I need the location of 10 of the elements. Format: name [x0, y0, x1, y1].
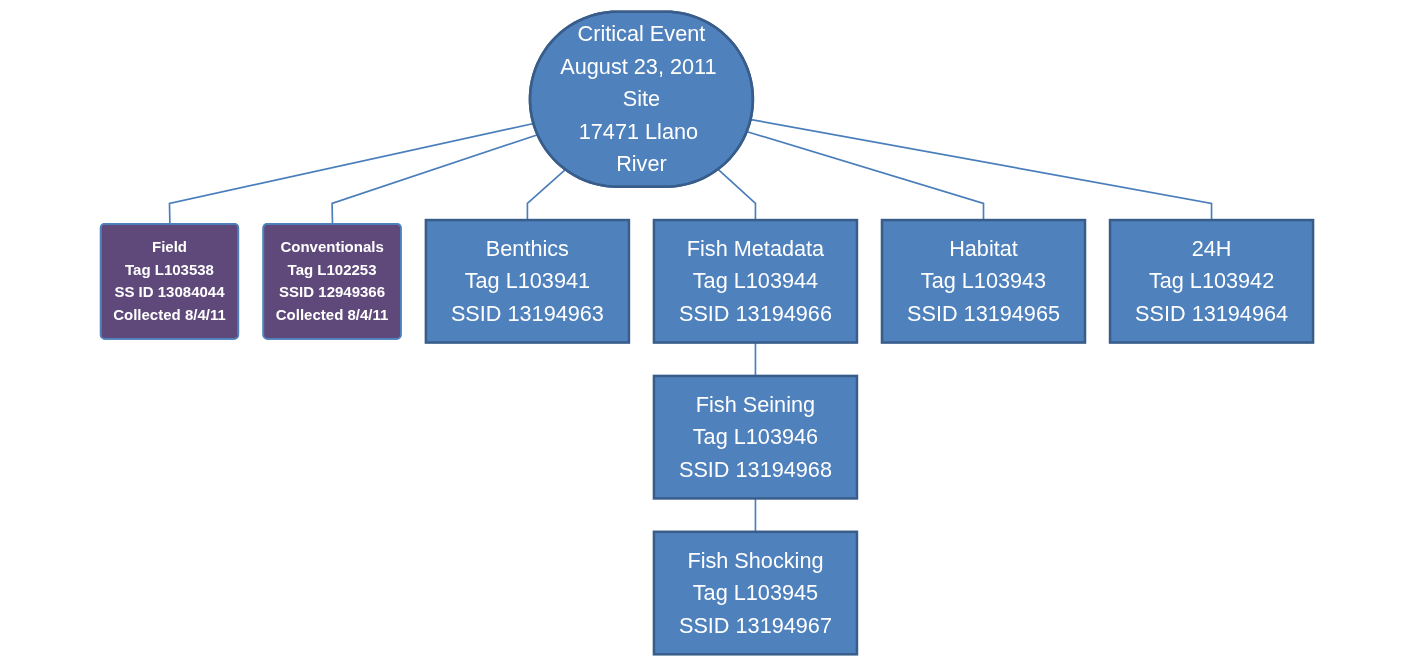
connector [746, 130, 984, 221]
node-box: Fish Seining Tag L103946 SSID 13194968 [652, 374, 858, 500]
node-box: 24H Tag L103942 SSID 13194964 [1108, 218, 1314, 344]
node-box: Fish Metadata Tag L103944 SSID 13194966 [652, 218, 858, 344]
node-box: Fish Shocking Tag L103945 SSID 13194967 [652, 530, 858, 656]
node-box: Benthics Tag L103941 SSID 13194963 [424, 218, 630, 344]
connector [526, 168, 566, 221]
node-box: Habitat Tag L103943 SSID 13194965 [880, 218, 1086, 344]
connector [717, 168, 756, 221]
connector [749, 118, 1212, 221]
